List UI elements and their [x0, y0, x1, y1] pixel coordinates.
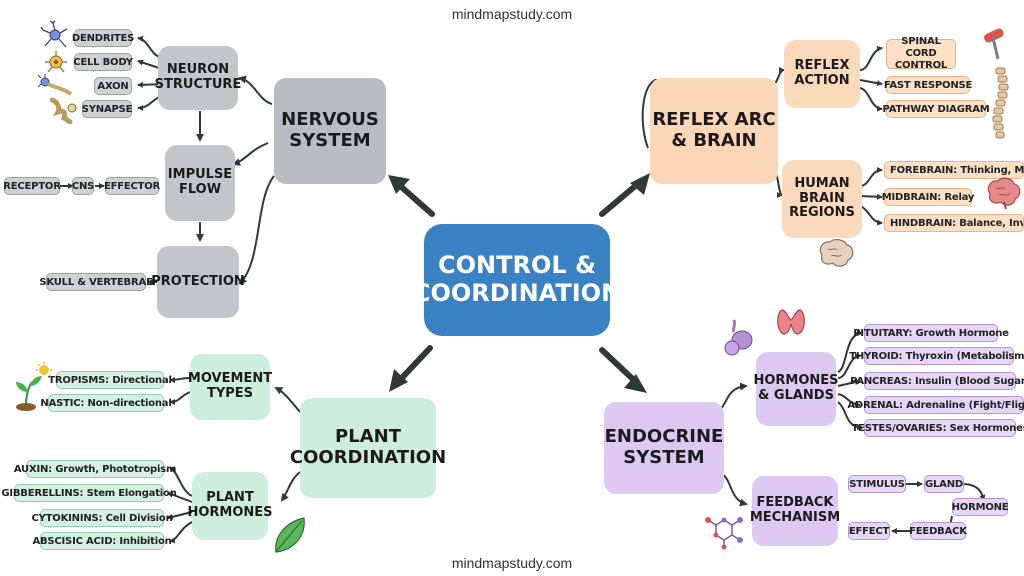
leaf-icon: [275, 517, 305, 553]
brain-forebrain: FOREBRAIN: Thinking, Memory: [884, 161, 1024, 179]
neuron-part-axon: AXON: [94, 77, 132, 95]
nervous-system-node: NERVOUS SYSTEM: [274, 78, 386, 184]
arrow-to-nervous: [395, 181, 435, 217]
impulse-receptor: RECEPTOR: [3, 177, 61, 195]
feedback-hormone: HORMONE: [952, 498, 1009, 516]
gland-pituitary: PITUITARY: Growth Hormone: [853, 324, 1009, 342]
spine-icon: [992, 67, 1009, 139]
reflex-action-node: REFLEX ACTION: [784, 40, 860, 108]
gland-thyroid: THYROID: Thyroxin (Metabolism): [849, 347, 1024, 365]
brain-small-icon: [819, 239, 854, 267]
arrow-to-plant: [395, 345, 433, 385]
reflex-fast-response: FAST RESPONSE: [884, 76, 972, 94]
gland-icon: [724, 319, 753, 356]
movement-nastic: NASTIC: Non-directional: [40, 394, 172, 412]
neuron-icon: [40, 20, 68, 48]
gland-adrenal: ADRENAL: Adrenaline (Fight/Flight): [847, 396, 1024, 414]
gland-pancreas: PANCREAS: Insulin (Blood Sugar): [850, 372, 1024, 390]
plant-coordination-node: PLANT COORDINATION: [290, 398, 446, 498]
sprout-icon: [16, 362, 52, 411]
movement-tropisms: TROPISMS: Directional: [48, 371, 172, 389]
feedback-feedback: FEEDBACK: [909, 522, 967, 540]
hormones-glands-node: HORMONES & GLANDS: [753, 352, 839, 426]
neuron-part-dendrites: DENDRITES: [72, 29, 134, 47]
arrow-to-reflex: [599, 179, 643, 217]
axon-icon: [38, 74, 73, 96]
thyroid-icon: [777, 309, 805, 335]
endocrine-system-node: ENDOCRINE SYSTEM: [604, 402, 724, 494]
brain-icon: [987, 177, 1021, 210]
neuron-part-cell-body: CELL BODY: [73, 53, 133, 71]
plant-hormones-node: PLANT HORMONES: [187, 472, 273, 540]
brain-hindbrain: HINDBRAIN: Balance, Involuntar: [884, 214, 1024, 232]
site-watermark-top: mindmapstudy.com: [451, 6, 573, 22]
hormone-abscisic-acid: ABSCISIC ACID: Inhibition: [32, 532, 172, 550]
center-topic: CONTROL & COORDINATION: [413, 224, 621, 336]
brain-midbrain: MIDBRAIN: Relay: [882, 188, 974, 206]
reflex-spinal-cord-control: SPINAL CORD CONTROL: [886, 36, 956, 71]
hormone-auxin: AUXIN: Growth, Phototropism: [14, 460, 176, 478]
hormone-gibberellins: GIBBERELLINS: Stem Elongation: [1, 484, 177, 502]
site-watermark-bottom: mindmapstudy.com: [451, 555, 573, 571]
impulse-cns: CNS: [72, 177, 94, 195]
impulse-flow-node: IMPULSE FLOW: [165, 145, 235, 221]
feedback-mechanism-node: FEEDBACK MECHANISM: [750, 476, 840, 546]
reflex-pathway-diagram: PATHWAY DIAGRAM: [883, 100, 990, 118]
molecule-icon: [705, 517, 743, 550]
cell-body-icon: [45, 51, 67, 73]
feedback-stimulus: STIMULUS: [848, 475, 906, 493]
movement-types-node: MOVEMENT TYPES: [188, 354, 272, 420]
neuron-structure-node: NEURON STRUCTURE: [155, 46, 241, 110]
protection-node: PROTECTION: [151, 246, 245, 318]
arrow-to-endocrine: [599, 347, 641, 387]
gland-testes-ovaries: TESTES/OVARIES: Sex Hormones: [852, 419, 1024, 437]
hormone-cytokinins: CYTOKININS: Cell Division: [31, 509, 173, 527]
neuron-part-synapse: SYNAPSE: [82, 100, 132, 118]
brain-regions-node: HUMAN BRAIN REGIONS: [782, 160, 862, 238]
feedback-gland: GLAND: [924, 475, 964, 493]
protection-skull-vertebrae: SKULL & VERTEBRAE: [39, 273, 153, 291]
feedback-effect: EFFECT: [848, 522, 890, 540]
synapse-icon: [50, 98, 77, 124]
reflex-arc-brain-node: REFLEX ARC & BRAIN: [650, 78, 778, 184]
impulse-effector: EFFECTOR: [104, 177, 160, 195]
reflex-hammer-icon: [984, 28, 1004, 60]
